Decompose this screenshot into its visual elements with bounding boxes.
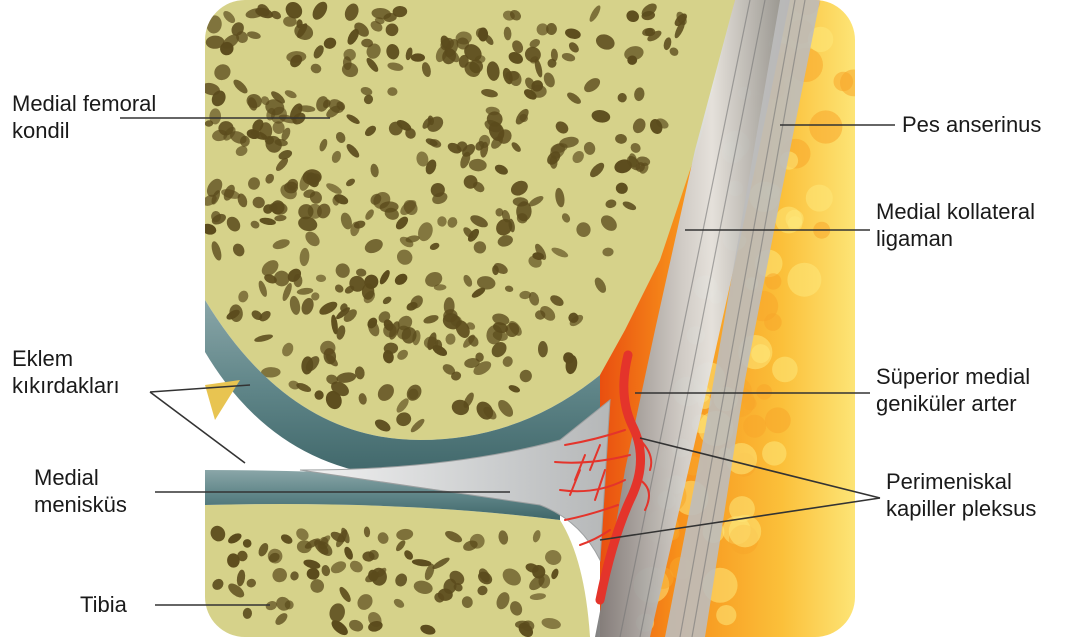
label-line: kapiller pleksus [886,495,1036,522]
label-line: kıkırdakları [12,372,120,399]
fat-globule [716,605,736,625]
label-medial-kollateral-ligaman: Medial kollateral ligaman [876,198,1035,252]
label-line: Tibia [80,591,127,618]
label-line: Perimeniskal [886,468,1036,495]
label-line: Medial kollateral [876,198,1035,225]
bone-pore [411,53,425,61]
label-superior-medial-genikuler-arter: Süperior medial geniküler arter [876,363,1030,417]
fat-globule [809,110,842,143]
fat-globule [765,407,791,433]
label-line: Medial [34,464,127,491]
leader-cartilage-b [150,392,245,463]
fat-globule [840,70,867,97]
label-medial-femoral-kondil: Medial femoral kondil [12,90,156,144]
label-eklem-kikirdaklari: Eklem kıkırdakları [12,345,120,399]
label-line: Eklem [12,345,120,372]
label-line: menisküs [34,491,127,518]
label-pes-anserinus: Pes anserinus [902,111,1041,138]
label-line: geniküler arter [876,390,1030,417]
fat-globule [806,185,833,212]
label-line: ligaman [876,225,1035,252]
fat-globule [743,415,766,438]
fat-globule [743,397,756,410]
label-line: Medial femoral [12,90,156,117]
bone-pore [505,71,519,81]
fat-globule [762,441,786,465]
label-tibia: Tibia [80,591,127,618]
label-perimeniskal-kapiller-pleksus: Perimeniskal kapiller pleksus [886,468,1036,522]
fat-globule [787,263,821,297]
fat-globule [786,210,804,228]
fat-globule [772,357,798,383]
label-line: Pes anserinus [902,111,1041,138]
label-medial-menisku: Medial menisküs [34,464,127,518]
label-line: Süperior medial [876,363,1030,390]
fat-globule [756,384,772,400]
label-line: kondil [12,117,156,144]
fat-globule [765,273,781,289]
fat-globule [764,313,782,331]
